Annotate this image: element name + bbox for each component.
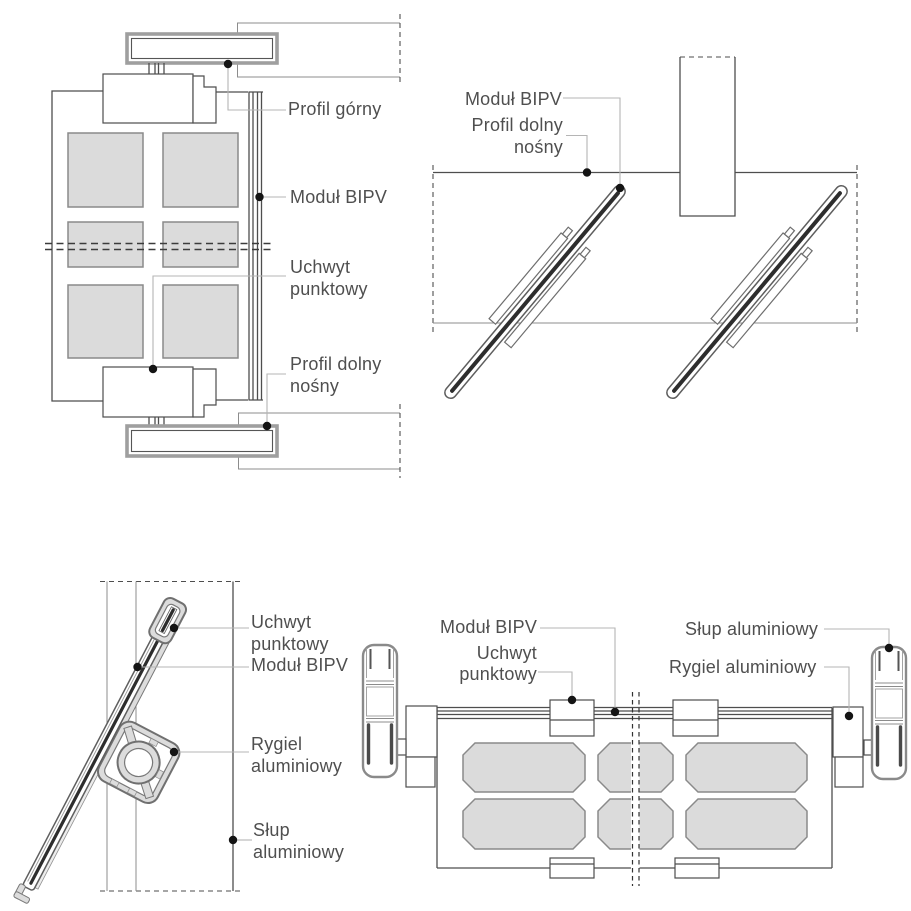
transom-end-left (396, 705, 438, 788)
label-uchwyt-d4: Uchwyt punktowy (459, 643, 537, 684)
label-modul-bipv-d1: Moduł BIPV (290, 187, 388, 207)
module-frame (51, 90, 248, 402)
diagram-transom-section (13, 580, 252, 904)
label-slup-d3: Słup aluminiowy (253, 820, 345, 862)
callout-dot (169, 623, 179, 633)
point-fixing-clamp (148, 597, 188, 645)
diagram-vertical-section (45, 14, 401, 478)
callout-dot (262, 421, 272, 431)
callout-dot (884, 643, 894, 653)
aluminum-mullion-right (870, 645, 908, 781)
diagram-horizontal-section (361, 627, 908, 886)
lower-profile-bar (125, 424, 279, 458)
break-dashed-lines (631, 692, 640, 886)
bottom-connectors (148, 417, 165, 426)
callout-dot (610, 707, 620, 717)
break-lines (45, 242, 274, 251)
break-gap (631, 723, 640, 886)
callout-dot (133, 662, 142, 672)
callout-dot (169, 747, 179, 757)
aluminum-mullion-left (361, 643, 399, 779)
top-connectors (148, 63, 165, 74)
callout-dot (844, 711, 854, 721)
callout-dot (615, 183, 625, 193)
pv-cells-grid (67, 132, 239, 359)
callouts-d1 (148, 59, 286, 431)
callout-dot (223, 59, 233, 69)
callout-dot (567, 695, 577, 705)
label-modul-bipv-d4: Moduł BIPV (440, 617, 538, 637)
module-glass-edge (248, 91, 263, 401)
callout-dot (228, 835, 238, 845)
point-fixing-bottom (102, 366, 194, 418)
callout-dot (148, 364, 158, 374)
transom-end-right (832, 706, 874, 788)
point-fixing-clamps-bottom (549, 857, 720, 879)
callouts-d4 (538, 627, 894, 721)
step-top (192, 75, 217, 124)
label-uchwyt-d1: Uchwyt punktowy (290, 257, 368, 299)
upper-profile-bar (125, 32, 279, 65)
label-rygiel-d4: Rygiel aluminiowy (669, 657, 817, 677)
diagram-louver-plan (431, 56, 861, 411)
module-holder-assembly (13, 597, 188, 904)
label-profil-dolny-d2: Profil dolny nośny (471, 115, 563, 157)
bipv-louver-1 (431, 173, 639, 411)
module-glass-lines (437, 706, 832, 720)
callouts-d2 (563, 97, 625, 193)
label-rygiel-d3: Rygiel aluminiowy (251, 734, 343, 776)
callout-dot (582, 168, 592, 177)
callout-dot (255, 192, 264, 202)
point-fixing-clamps-top (549, 699, 719, 737)
point-fixing-top (102, 73, 194, 124)
label-modul-bipv-d3: Moduł BIPV (251, 655, 349, 675)
label-modul-bipv-d2: Moduł BIPV (464, 89, 562, 109)
label-slup-d4: Słup aluminiowy (685, 619, 819, 639)
label-profil-gorny-d1: Profil górny (288, 99, 382, 119)
label-uchwyt-d3: Uchwyt punktowy (251, 612, 329, 654)
callouts-d3 (133, 623, 252, 845)
column-block (679, 56, 736, 217)
label-profil-dolny-d1: Profil dolny nośny (290, 354, 382, 396)
step-bottom (192, 368, 217, 418)
